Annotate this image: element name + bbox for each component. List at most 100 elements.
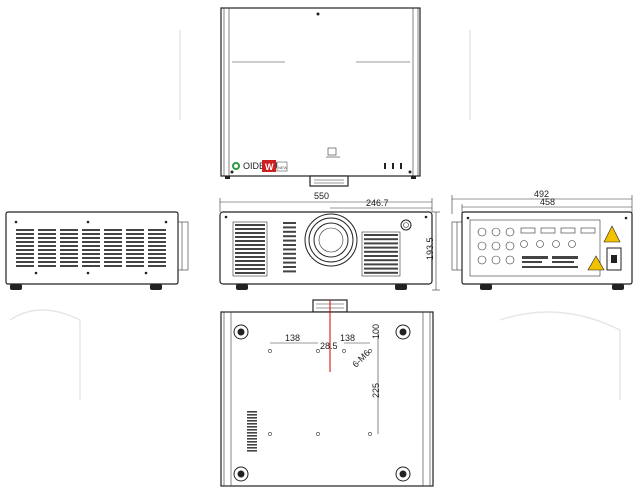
connector [477, 227, 487, 237]
vent-slot [60, 253, 78, 255]
connector [560, 227, 576, 234]
bottom-view: 138 138 28.5 100 6-M6 225 [220, 299, 434, 487]
vent-slot [104, 261, 122, 263]
vent-slot [283, 252, 296, 255]
brand-logo: OIDEVU W NEW [232, 160, 288, 172]
vent-slot [247, 432, 257, 434]
dim-mount-left: 138 [285, 333, 300, 343]
vent-slot [104, 241, 122, 243]
vent-slot [82, 241, 100, 243]
vent-slot [38, 253, 56, 255]
dim-depth-overall: 492 [534, 189, 549, 199]
vent-slot [60, 265, 78, 267]
vent-slot [38, 249, 56, 251]
rear-view: 492 458 [451, 189, 633, 290]
connector [568, 240, 576, 248]
vent-slot [60, 241, 78, 243]
vent-slot [148, 245, 166, 247]
vent-slot [82, 265, 100, 267]
connector [505, 241, 515, 251]
dim-height: 193.5 [425, 237, 435, 260]
vent-slot [126, 233, 144, 235]
warning-label-top [603, 225, 621, 243]
vent-slot [104, 229, 122, 231]
vent-slot [16, 261, 34, 263]
dim-lens-offset: 246.7 [366, 198, 389, 208]
vent-slot [16, 253, 34, 255]
vent-slot [126, 253, 144, 255]
dim-lens-center: 28.5 [320, 341, 338, 351]
vent-slot [235, 264, 265, 266]
ir-sensor [400, 219, 412, 231]
vent-slot [283, 230, 296, 233]
vent-slot [104, 253, 122, 255]
vent-slot [148, 257, 166, 259]
vent-slot [126, 237, 144, 239]
vent-slot [60, 233, 78, 235]
vent-slot [126, 249, 144, 251]
corner-foot [233, 324, 411, 482]
vent-slot [364, 263, 398, 266]
top-view: OIDEVU W NEW [220, 7, 421, 187]
label-strip [552, 261, 574, 263]
connector [505, 227, 515, 237]
vent-slot [82, 237, 100, 239]
vent-slot [82, 245, 100, 247]
vent-slot [364, 255, 398, 257]
vent-slot [148, 237, 166, 239]
vent-slot [235, 236, 265, 238]
vent-slot [16, 249, 34, 251]
label-strip [522, 256, 548, 259]
vent-slot [247, 426, 257, 428]
vent-slot [247, 435, 257, 437]
vent-slot [247, 438, 257, 440]
vent-slot [235, 256, 265, 258]
vent-slot [126, 241, 144, 243]
vent-slot [235, 248, 265, 250]
vent-slot [247, 417, 257, 419]
vent-slot [235, 228, 265, 230]
vent-slot [16, 241, 34, 243]
vent-slot [247, 447, 257, 449]
vent-slot [16, 237, 34, 239]
vent-slot [247, 420, 257, 422]
vent-slot [283, 270, 296, 273]
vent-slot [283, 239, 296, 242]
connector [491, 255, 501, 265]
connector [477, 241, 487, 251]
vent-slot [364, 267, 398, 270]
connector [491, 241, 501, 251]
vent-slot [38, 233, 56, 235]
left-side-view [5, 211, 189, 290]
vent-slot [247, 450, 257, 452]
vent-slot [247, 414, 257, 416]
vent-slot [283, 248, 296, 251]
vent-slot [148, 241, 166, 243]
vent-slot [126, 245, 144, 247]
vent-slot [82, 229, 100, 231]
dim-mount-front: 100 [371, 324, 381, 339]
vent-slot [60, 237, 78, 239]
vent-slot [148, 265, 166, 267]
front-view: 550 246.7 193.5 [219, 191, 440, 291]
dim-mount-right: 138 [340, 333, 355, 343]
vent-slot [104, 245, 122, 247]
mount-holes [268, 349, 372, 436]
vent-slot [364, 250, 398, 253]
vent-slot [148, 249, 166, 251]
vent-slot [148, 261, 166, 263]
vent-slot [247, 423, 257, 425]
vent-slot [60, 249, 78, 251]
vent-slot [82, 257, 100, 259]
vent-slot [247, 444, 257, 446]
vent-slot [148, 253, 166, 255]
vent-slot [104, 257, 122, 259]
vent-slot [364, 242, 398, 245]
vent-slot [16, 233, 34, 235]
vent-slot [82, 233, 100, 235]
vent-slot [235, 244, 265, 246]
vent-slot [82, 249, 100, 251]
vent-slot [38, 261, 56, 263]
vent-slot [235, 232, 265, 234]
